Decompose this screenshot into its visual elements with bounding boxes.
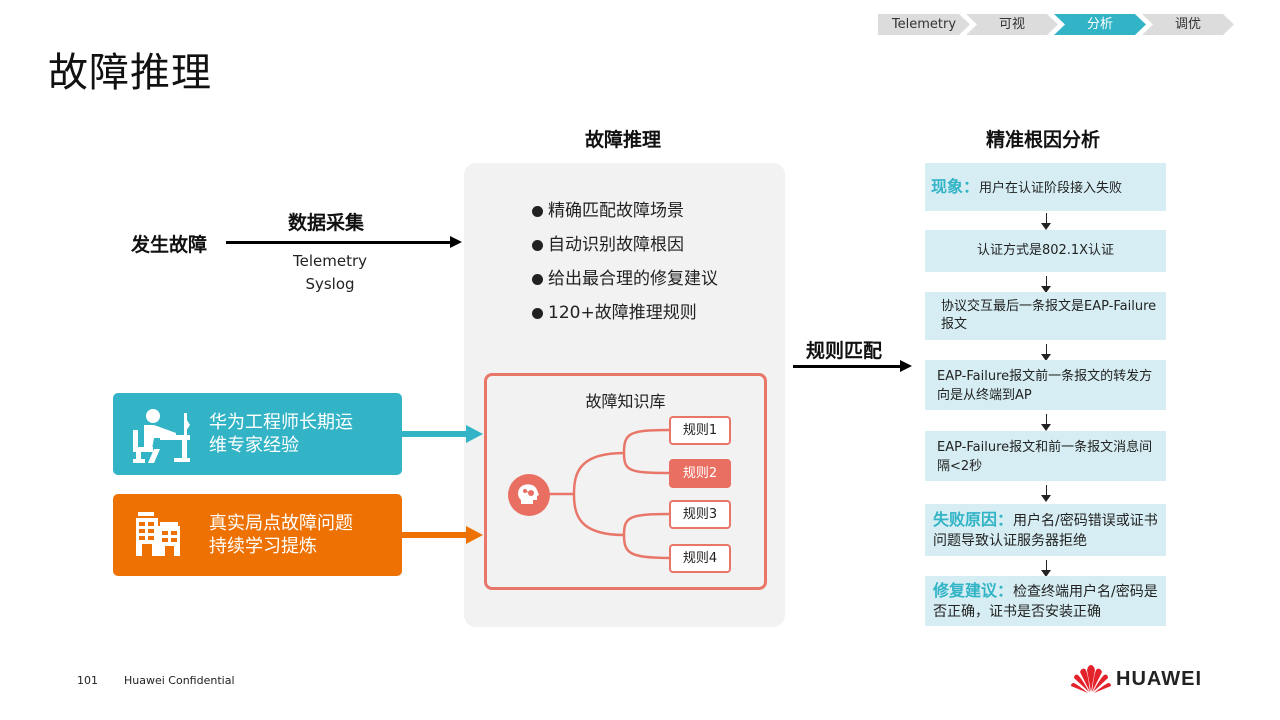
arrow-down-icon [1041,344,1051,361]
step-text: 用户名/密码错误或证书问题导致认证服务器拒绝 [933,513,1158,549]
arrow-down-icon [1041,276,1051,293]
huawei-wordmark: HUAWEI [1116,668,1202,690]
source-text: 真实局点故障问题 持续学习提炼 [209,512,353,558]
rule-item-highlighted[interactable]: 规则2 [669,459,731,488]
step-text: EAP-Failure报文和前一条报文消息间隔<2秒 [937,440,1153,474]
rule-tree-connectors [550,428,671,560]
engineer-at-desk-icon [133,409,190,463]
step-text: 协议交互最后一条报文是EAP-Failure报文 [941,299,1157,332]
analysis-step-symptom: 现象：用户在认证阶段接入失败 [925,163,1166,211]
breadcrumb-telemetry[interactable]: Telemetry [878,14,970,35]
source-text-line: 持续学习提炼 [209,536,317,557]
bullet-icon [532,205,543,217]
page-title: 故障推理 [48,50,212,96]
rule-item[interactable]: 规则3 [669,500,731,529]
breadcrumb-visual[interactable]: 可视 [966,14,1058,35]
knowledge-base-box [484,373,767,590]
breadcrumb-analysis[interactable]: 分析 [1054,14,1146,35]
collection-arrow-line [226,241,451,244]
arrow-right-icon [466,526,483,544]
source-text-line: 真实局点故障问题 [209,513,353,534]
step-text: 用户在认证阶段接入失败 [979,181,1123,196]
analysis-step: EAP-Failure报文和前一条报文消息间隔<2秒 [925,431,1166,481]
step-highlight: 修复建议： [933,581,1014,600]
capability-item: 120+故障推理规则 [532,296,718,330]
source-field-cases: 真实局点故障问题 持续学习提炼 [113,494,402,576]
step-text: 认证方式是802.1X认证 [976,243,1115,258]
step-highlight: 失败原因： [933,510,1014,529]
center-title: 故障推理 [585,129,662,151]
fault-occurs-label: 发生故障 [131,234,208,256]
arrow-right-icon [450,236,462,248]
arrow-down-icon [1041,213,1051,230]
arrow-down-icon [1041,560,1051,577]
method-telemetry: Telemetry [292,252,367,270]
page-number: 101 [77,674,98,687]
analysis-step: 认证方式是802.1X认证 [925,230,1166,272]
match-arrow-line [793,365,901,368]
step-highlight: 现象： [931,177,980,196]
breadcrumb-tuning[interactable]: 调优 [1142,14,1234,35]
capability-item: 精确匹配故障场景 [532,194,718,228]
arrow-right-icon [900,360,912,372]
rule-item[interactable]: 规则4 [669,544,731,573]
reasoning-panel [464,163,785,627]
collection-methods: Telemetry Syslog [280,250,380,296]
source-expert-experience: 华为工程师长期运 维专家经验 [113,393,402,475]
expert-arrow-line [402,431,468,437]
brain-icon [508,474,550,516]
capability-list: 精确匹配故障场景 自动识别故障根因 给出最合理的修复建议 120+故障推理规则 [532,194,718,330]
capability-item: 自动识别故障根因 [532,228,718,262]
breadcrumb: Telemetry 可视 分析 调优 [878,14,1230,35]
source-text-line: 维专家经验 [209,435,299,456]
huawei-logo-icon [1071,665,1111,693]
step-text: 检查终端用户名/密码是否正确，证书是否安装正确 [933,584,1158,620]
capability-text: 给出最合理的修复建议 [548,269,718,289]
confidential-label: Huawei Confidential [124,674,235,687]
analysis-step: EAP-Failure报文前一条报文的转发方向是从终端到AP [925,360,1166,410]
step-text: EAP-Failure报文前一条报文的转发方向是从终端到AP [937,369,1153,403]
bullet-icon [532,307,543,319]
buildings-icon [136,512,180,556]
capability-text: 自动识别故障根因 [548,235,684,255]
arrow-down-icon [1041,414,1051,431]
source-text-line: 华为工程师长期运 [209,412,353,433]
bullet-icon [532,273,543,285]
capability-text: 120+故障推理规则 [548,303,697,323]
right-title: 精准根因分析 [986,129,1101,151]
capability-text: 精确匹配故障场景 [548,201,684,221]
rule-match-label: 规则匹配 [806,340,883,362]
cases-arrow-line [402,532,468,538]
analysis-step: 协议交互最后一条报文是EAP-Failure报文 [925,292,1166,340]
arrow-down-icon [1041,485,1051,502]
data-collection-label: 数据采集 [288,212,365,234]
analysis-step-fix: 修复建议：检查终端用户名/密码是否正确，证书是否安装正确 [925,576,1166,626]
rule-item[interactable]: 规则1 [669,416,731,445]
method-syslog: Syslog [305,275,355,293]
arrow-right-icon [466,425,483,443]
capability-item: 给出最合理的修复建议 [532,262,718,296]
analysis-step-cause: 失败原因：用户名/密码错误或证书问题导致认证服务器拒绝 [925,504,1166,556]
bullet-icon [532,239,543,251]
knowledge-base-title: 故障知识库 [585,392,666,411]
source-text: 华为工程师长期运 维专家经验 [209,411,353,457]
